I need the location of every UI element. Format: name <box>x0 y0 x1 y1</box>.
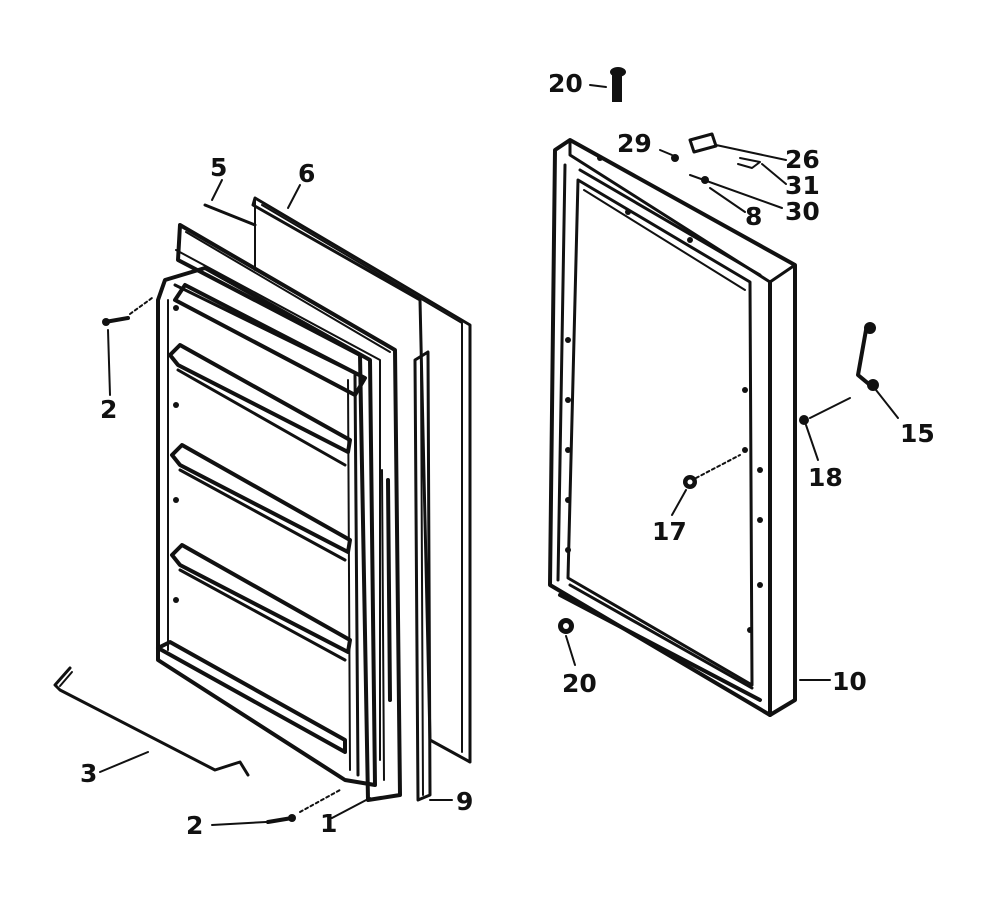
wire-rack <box>53 666 250 777</box>
outer-door-frame <box>548 138 797 717</box>
grommet-bottom <box>558 618 574 634</box>
callout-2-lower: 2 <box>186 811 203 840</box>
door-liner <box>175 203 402 802</box>
leader-lines <box>99 179 831 826</box>
callout-5: 5 <box>210 153 227 182</box>
plug <box>671 454 741 516</box>
hinge-hardware <box>659 132 787 213</box>
bolt-top <box>589 67 626 102</box>
callout-20-bottom: 20 <box>562 669 597 698</box>
door-panel <box>156 266 392 787</box>
callout-8: 8 <box>745 202 762 231</box>
callout-6: 6 <box>298 159 315 188</box>
door-breaker-strip <box>413 350 432 802</box>
callout-3: 3 <box>80 759 97 788</box>
side-screw <box>799 397 851 461</box>
callout-2-upper: 2 <box>100 395 117 424</box>
callout-15: 15 <box>900 419 935 448</box>
callout-26: 26 <box>785 145 820 174</box>
callout-18: 18 <box>808 463 843 492</box>
callout-29: 29 <box>617 129 652 158</box>
callout-20-top: 20 <box>548 69 583 98</box>
screw-lower-left <box>266 789 341 824</box>
callout-31: 31 <box>785 171 820 200</box>
callout-9: 9 <box>456 787 473 816</box>
handle <box>856 322 899 419</box>
callout-1: 1 <box>320 809 337 838</box>
callout-10: 10 <box>832 667 867 696</box>
callout-30: 30 <box>785 197 820 226</box>
callout-17: 17 <box>652 517 687 546</box>
screw-upper-left <box>102 297 153 326</box>
